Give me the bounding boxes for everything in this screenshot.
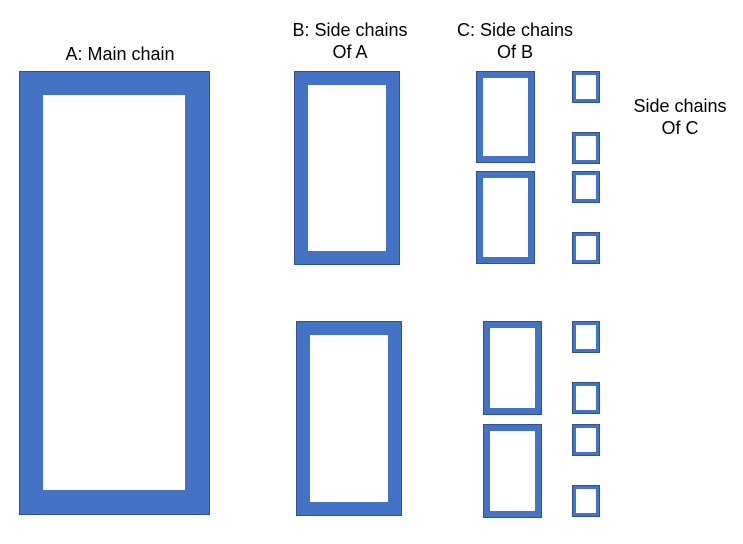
side-chains-of-b-label: C: Side chains Of B: [440, 19, 590, 63]
side-chains-of-c-label-line1: Side chains: [633, 96, 727, 116]
side-chains-of-b-label-line2: Of B: [496, 42, 533, 62]
side-chain-c-box-4: [483, 424, 542, 518]
side-chain-d-box-5: [572, 321, 600, 353]
side-chain-d-box-7: [572, 424, 600, 456]
side-chains-of-c-label: Side chains Of C: [615, 95, 743, 139]
side-chain-d-box-2: [572, 132, 600, 164]
side-chain-b-box-1: [294, 71, 400, 265]
side-chain-d-box-6: [572, 382, 600, 414]
side-chain-c-box-3: [483, 321, 542, 415]
side-chains-of-a-label-line2: Of A: [332, 42, 368, 62]
side-chains-of-c-label-line2: Of C: [661, 118, 699, 138]
side-chain-d-box-8: [572, 485, 600, 517]
main-chain-label: A: Main chain: [40, 43, 200, 65]
side-chain-d-box-3: [572, 171, 600, 203]
side-chains-of-a-label: B: Side chains Of A: [275, 19, 425, 63]
side-chain-d-box-4: [572, 232, 600, 264]
side-chain-d-box-1: [572, 71, 600, 103]
side-chain-c-box-1: [476, 71, 535, 163]
side-chain-c-box-2: [476, 171, 535, 264]
main-chain-box: [19, 71, 210, 515]
main-chain-label-line1: A: Main chain: [65, 44, 175, 64]
side-chain-b-box-2: [296, 321, 402, 516]
side-chains-of-a-label-line1: B: Side chains: [292, 20, 408, 40]
side-chains-of-b-label-line1: C: Side chains: [456, 20, 574, 40]
